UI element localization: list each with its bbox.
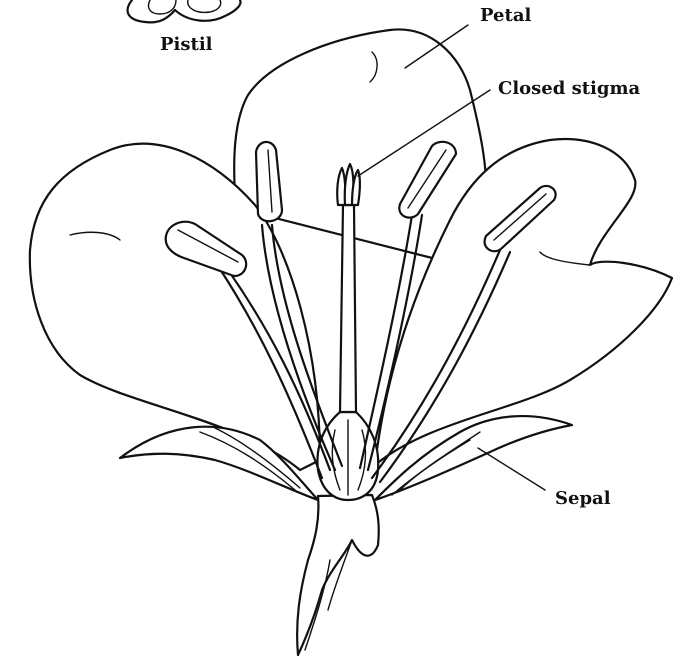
label-petal: Petal [480, 7, 531, 25]
pistil-inset-sketch [128, 0, 241, 22]
sepal-leader-line [478, 448, 545, 490]
label-pistil: Pistil [160, 36, 213, 54]
stem [297, 495, 379, 655]
style [340, 205, 356, 412]
label-sepal: Sepal [555, 490, 611, 508]
label-closed-stigma: Closed stigma [498, 80, 640, 98]
